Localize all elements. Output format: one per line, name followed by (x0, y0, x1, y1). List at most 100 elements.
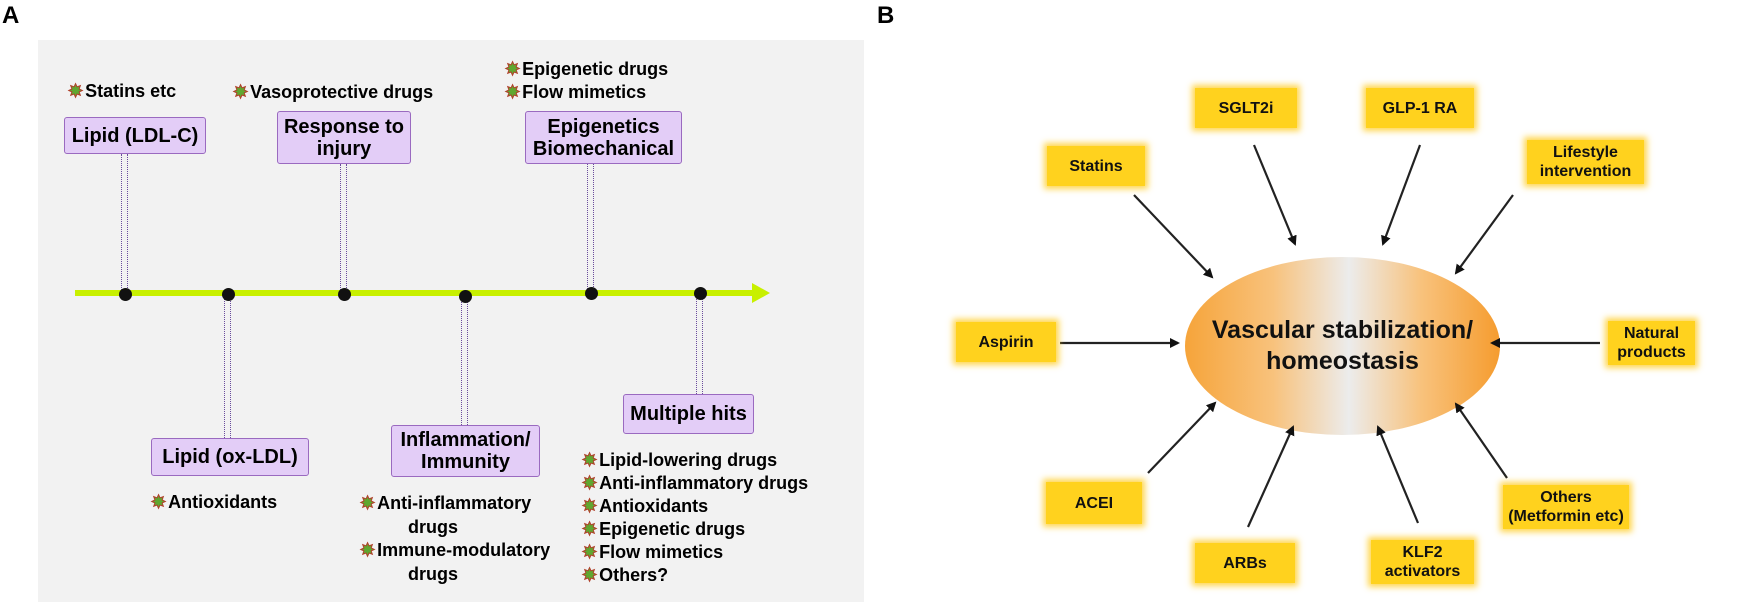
drug-item: ✸Anti-inflammatory (359, 492, 532, 514)
stage-title: Immunity (421, 451, 510, 473)
stage-title: Response to (283, 115, 405, 138)
drug-label: Lipid-lowering drugs (599, 450, 778, 470)
intervention-label: SGLT2i (1218, 99, 1274, 117)
stage-title: Lipid (LDL-C) (71, 124, 199, 147)
arrow-glp1 (1381, 144, 1422, 246)
intervention-label: Others (1540, 489, 1592, 506)
stage-epigenetics-biomechanical: Epigenetics Biomechanical (525, 111, 682, 164)
drug-item: ✸Anti-inflammatory drugs (581, 472, 809, 494)
drug-label: Antioxidants (599, 496, 709, 516)
drug-item: ✸Statins etc (67, 80, 177, 102)
intervention-statins: Statins (1047, 146, 1145, 186)
drug-item: ✸Immune-modulatory (359, 539, 551, 561)
drug-label: Flow mimetics (599, 542, 724, 562)
drug-label: Anti-inflammatory drugs (599, 473, 809, 493)
center-label-line: homeostasis (1266, 347, 1419, 375)
drug-label: Antioxidants (168, 492, 278, 512)
center-label-line: Vascular stabilization/ (1211, 316, 1474, 344)
drug-item: ✸Flow mimetics (581, 541, 724, 563)
intervention-klf2-activators: KLF2 activators (1371, 540, 1474, 584)
intervention-sglt2i: SGLT2i (1195, 88, 1297, 128)
arrow-sglt2i (1252, 144, 1297, 246)
star-icon: ✸ (581, 473, 598, 494)
intervention-label: products (1617, 344, 1686, 361)
drug-label: Others? (599, 565, 669, 585)
connector-response-injury (340, 164, 347, 294)
star-icon: ✸ (581, 519, 598, 540)
star-icon: ✸ (581, 496, 598, 517)
drug-label: Flow mimetics (522, 82, 647, 102)
intervention-label: ACEI (1074, 494, 1114, 512)
panel-b-letter: B (877, 2, 895, 29)
star-icon: ✸ (581, 450, 598, 471)
star-icon: ✸ (359, 493, 376, 514)
connector-epigenetics (587, 164, 594, 293)
intervention-acei: ACEI (1046, 482, 1142, 524)
center-label: Vascular stabilization/ homeostasis (1185, 257, 1500, 435)
stage-inflammation-immunity: Inflammation/ Immunity (391, 425, 540, 477)
stage-title: Lipid (ox-LDL) (162, 446, 298, 468)
intervention-lifestyle: Lifestyle intervention (1527, 140, 1644, 184)
timeline-dot (585, 287, 598, 300)
stage-lipid-oxldl: Lipid (ox-LDL) (151, 438, 309, 476)
timeline-arrowhead (752, 283, 770, 303)
star-icon: ✸ (581, 542, 598, 563)
timeline-dot (338, 288, 351, 301)
intervention-glp1ra: GLP-1 RA (1366, 88, 1474, 128)
drug-item: ✸Vasoprotective drugs (232, 81, 434, 103)
drug-label: Anti-inflammatory (377, 493, 532, 513)
stage-title: Biomechanical (532, 137, 675, 160)
star-icon: ✸ (232, 82, 249, 103)
timeline-dot (222, 288, 235, 301)
arrow-others (1454, 402, 1508, 479)
intervention-label: Statins (1069, 157, 1123, 175)
drug-item: ✸Epigenetic drugs (581, 518, 746, 540)
stage-lipid-ldl: Lipid (LDL-C) (64, 117, 206, 154)
intervention-label: intervention (1539, 163, 1632, 180)
intervention-label: (Metformin etc) (1508, 508, 1624, 525)
connector-lipid-oxldl (224, 296, 231, 438)
connector-lipid-ldl (121, 154, 128, 294)
intervention-natural-products: Natural products (1608, 321, 1695, 365)
drug-label: Statins etc (85, 81, 177, 101)
drug-label: Epigenetic drugs (522, 59, 669, 79)
star-icon: ✸ (359, 540, 376, 561)
stage-response-injury: Response to injury (277, 111, 411, 164)
drug-item: ✸Flow mimetics (504, 81, 647, 103)
drug-label: Epigenetic drugs (599, 519, 746, 539)
intervention-label: Aspirin (978, 333, 1034, 351)
arrow-acei (1147, 401, 1217, 474)
drug-item: ✸Epigenetic drugs (504, 58, 669, 80)
intervention-others: Others (Metformin etc) (1503, 485, 1629, 529)
star-icon: ✸ (67, 81, 84, 102)
stage-title: Inflammation/ (400, 429, 531, 451)
intervention-label: Lifestyle (1553, 144, 1618, 161)
arrow-arbs (1246, 425, 1295, 528)
arrow-klf2 (1376, 425, 1420, 524)
timeline-line (75, 290, 755, 296)
intervention-label: GLP-1 RA (1382, 99, 1458, 117)
star-icon: ✸ (504, 59, 521, 80)
drug-item: ✸Antioxidants (150, 491, 278, 513)
intervention-label: activators (1384, 563, 1461, 580)
drug-item: ✸Others? (581, 564, 669, 586)
arrow-lifestyle (1454, 194, 1514, 275)
connector-multiple-hits (696, 296, 703, 394)
panel-a-letter: A (2, 2, 20, 29)
drug-label-continued: drugs (408, 517, 459, 537)
timeline-dot (119, 288, 132, 301)
center-ellipse (1185, 257, 1500, 435)
drug-label: Vasoprotective drugs (250, 82, 434, 102)
intervention-aspirin: Aspirin (956, 322, 1056, 362)
stage-title: injury (316, 137, 372, 160)
stage-multiple-hits: Multiple hits (623, 394, 754, 434)
stage-title: Epigenetics (547, 115, 660, 138)
drug-label: Immune-modulatory (377, 540, 551, 560)
timeline-dot (459, 290, 472, 303)
intervention-label: Natural (1623, 325, 1680, 342)
drug-label-continued: drugs (408, 564, 459, 584)
star-icon: ✸ (504, 82, 521, 103)
drug-item: ✸Lipid-lowering drugs (581, 449, 778, 471)
